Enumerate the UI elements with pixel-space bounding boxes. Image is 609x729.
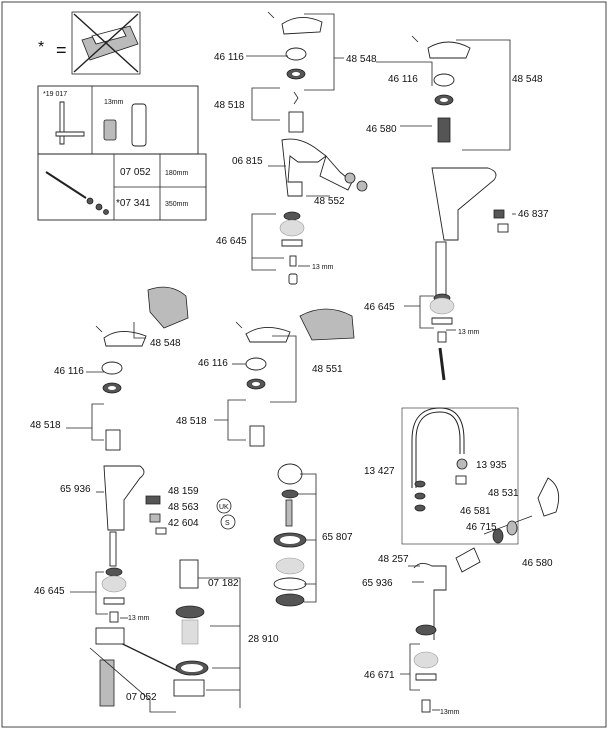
label-46837-b: 46 837 <box>518 209 549 220</box>
label-48548-a: 48 548 <box>346 54 377 65</box>
label-48518-c: 48 518 <box>30 420 61 431</box>
legend-asterisk: * <box>38 39 44 56</box>
label-28910-d: 28 910 <box>248 634 279 645</box>
assembly-b: 46 116 48 548 46 580 46 837 46 645 13 mm <box>364 35 549 381</box>
tool-sleeve-icon <box>131 103 147 147</box>
label-48531-f: 48 531 <box>488 488 519 499</box>
lever-handle-c <box>103 331 147 347</box>
hose-length-2: 350mm <box>165 201 189 208</box>
label-46116-a: 46 116 <box>214 52 244 63</box>
uk-badge <box>216 498 232 514</box>
lift-rod <box>319 155 353 191</box>
legend-equals: = <box>56 40 67 60</box>
label-65936-f: 65 936 <box>362 578 393 589</box>
label-46116-c: 46 116 <box>54 366 84 377</box>
hose-code-2: *07 341 <box>116 198 151 209</box>
label-s: S <box>225 520 230 527</box>
label-13mm-a: 13 mm <box>312 264 334 271</box>
spout-body-c <box>103 465 145 531</box>
label-46116-b: 46 116 <box>388 74 418 85</box>
tall-spout-body <box>431 167 497 241</box>
hose-icon <box>45 171 87 199</box>
lever-handle-d <box>245 327 291 343</box>
hose-box: 07 052 180mm *07 341 350mm <box>37 153 207 221</box>
lever-handle-b <box>427 41 471 59</box>
assembly-e: 65 807 <box>273 463 353 607</box>
label-48551-d: 48 551 <box>312 364 343 375</box>
label-48548-c: 48 548 <box>150 338 181 349</box>
label-46645-a: 46 645 <box>216 236 247 247</box>
tool-size: 13mm <box>104 99 124 106</box>
cartridge-b <box>437 117 451 143</box>
tool-box: *19 017 13mm <box>37 85 199 155</box>
label-46645-b: 46 645 <box>364 302 395 313</box>
swivel-spout <box>411 407 465 488</box>
label-13mm-c: 13 mm <box>128 615 150 622</box>
label-46715-f: 46 715 <box>466 522 497 533</box>
legend-block: * = *19 017 13mm 07 <box>37 11 207 221</box>
label-46580-f: 46 580 <box>522 558 553 569</box>
hose-tail <box>99 659 115 707</box>
label-13427-f: 13 427 <box>364 466 395 477</box>
label-13mm-f: 13mm <box>440 709 460 716</box>
assembly-d: 46 116 48 551 48 518 07 182 28 910 <box>173 308 355 708</box>
label-48552-a: 48 552 <box>314 196 345 207</box>
tool-part-code: *19 017 <box>43 91 67 98</box>
label-48563-c: 48 563 <box>168 502 199 513</box>
label-48257-f: 48 257 <box>378 554 409 565</box>
socket-icon <box>103 119 117 141</box>
lever-handle <box>281 17 323 35</box>
waste-plug <box>179 559 199 589</box>
label-46116-d: 46 116 <box>198 358 228 369</box>
label-48518-a: 48 518 <box>214 100 245 111</box>
label-07182-d: 07 182 <box>208 578 239 589</box>
assembly-c: 48 548 46 116 48 518 65 936 48 159 48 56… <box>30 286 236 713</box>
assembly-a: 46 116 48 548 48 518 06 815 48 552 46 64… <box>214 11 377 285</box>
hex-nut <box>288 273 298 285</box>
label-06815-a: 06 815 <box>232 156 263 167</box>
spout-body <box>281 138 327 197</box>
hose-code-1: 07 052 <box>120 167 151 178</box>
hose-length-1: 180mm <box>165 170 189 177</box>
label-13935-f: 13 935 <box>476 460 507 471</box>
s-badge <box>220 514 236 530</box>
label-65807-e: 65 807 <box>322 532 353 543</box>
label-48159-c: 48 159 <box>168 486 199 497</box>
cover-cap-c <box>147 286 189 329</box>
label-46645-c: 46 645 <box>34 586 65 597</box>
cap <box>285 47 307 61</box>
cartridge <box>288 111 304 133</box>
label-42604-c: 42 604 <box>168 518 199 529</box>
label-46671-f: 46 671 <box>364 670 395 681</box>
label-07052-c: 07 052 <box>126 692 157 703</box>
label-46580-b: 46 580 <box>366 124 397 135</box>
label-13mm-b: 13 mm <box>458 329 480 336</box>
label-uk: UK <box>219 504 229 511</box>
label-48518-d: 48 518 <box>176 416 207 427</box>
waste-knob <box>277 463 303 485</box>
cover-cap-d <box>299 308 355 341</box>
allen-key-icon <box>59 101 65 145</box>
lever-handle-f <box>537 477 560 517</box>
label-65936-c: 65 936 <box>60 484 91 495</box>
label-48548-b: 48 548 <box>512 74 543 85</box>
no-grease-icon <box>71 11 141 75</box>
assembly-f: 13 427 13 935 48 531 46 581 46 715 46 58… <box>362 407 560 716</box>
label-46581-f: 46 581 <box>460 506 491 517</box>
